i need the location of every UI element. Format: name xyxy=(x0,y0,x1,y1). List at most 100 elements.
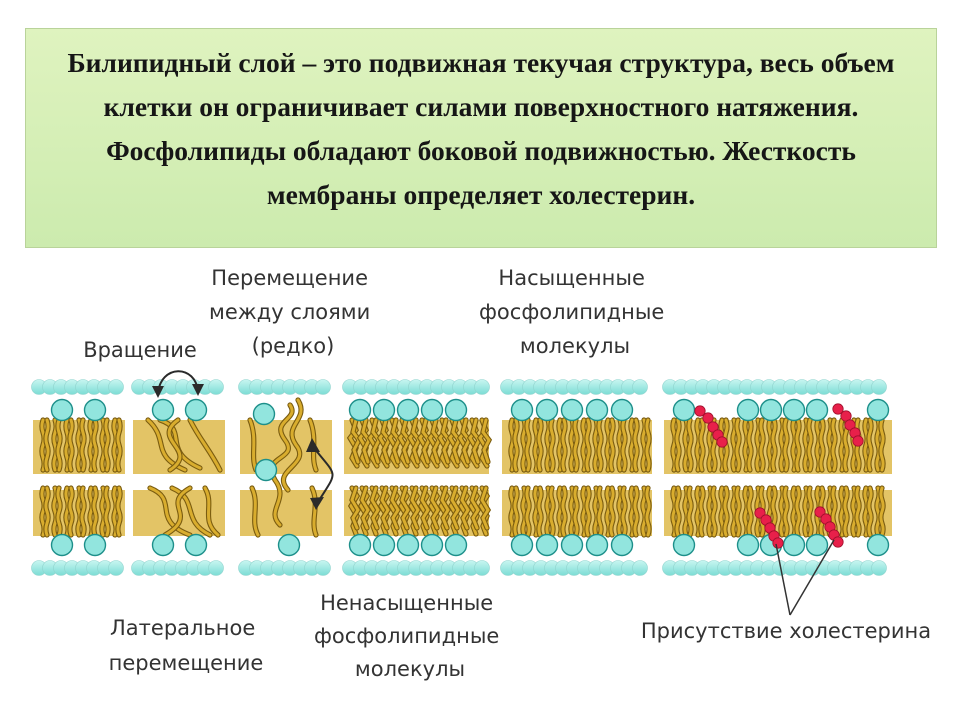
lipid-head-bg xyxy=(315,560,331,576)
membrane-panel xyxy=(500,379,652,576)
lipid-head xyxy=(759,398,783,422)
lipid-head xyxy=(348,533,372,557)
flipflop-arrow-icon xyxy=(306,438,334,510)
lipid-head xyxy=(50,398,74,422)
lipid-head xyxy=(866,398,890,422)
lipid-tail xyxy=(170,486,212,537)
lipid-tail xyxy=(480,486,490,530)
lipid-head xyxy=(805,533,829,557)
lipid-tail xyxy=(633,486,639,537)
lipid-head xyxy=(83,533,107,557)
lipid-head xyxy=(372,398,396,422)
saturated-label: Насыщенные фосфолипидные молекулы xyxy=(479,266,671,358)
cholesterol-ring xyxy=(707,421,719,433)
cholesterol-ring xyxy=(832,403,844,415)
lipid-head xyxy=(782,398,806,422)
lipid-head-bg xyxy=(208,560,224,576)
lipid-head xyxy=(396,533,420,557)
lipid-tail xyxy=(56,486,62,537)
lipid-tail xyxy=(116,418,122,472)
lipid-tail xyxy=(390,486,400,530)
lipid-tail xyxy=(350,486,360,530)
lipid-tail xyxy=(675,418,681,472)
rotation-arrow-icon xyxy=(152,370,204,398)
lipid-tail xyxy=(879,486,885,537)
lipid-tail xyxy=(573,486,579,537)
lipid-head-bg xyxy=(632,560,648,576)
lipid-head xyxy=(277,533,301,557)
lipid-tail xyxy=(513,418,519,472)
lipid-head xyxy=(610,398,634,422)
lipid-tail xyxy=(867,486,873,537)
lipid-tail xyxy=(163,486,192,537)
lipid-head xyxy=(672,533,696,557)
lipid-tail xyxy=(310,486,318,537)
cholesterol-pointer-lines xyxy=(775,539,835,616)
lipid-tail xyxy=(597,486,603,537)
lipid-tail xyxy=(735,418,741,472)
lipid-head xyxy=(585,398,609,422)
lipid-head xyxy=(348,398,372,422)
cholesterol-ring xyxy=(844,419,856,431)
lipid-head xyxy=(805,398,829,422)
lipid-tail xyxy=(807,486,813,537)
lipid-tail xyxy=(711,486,717,537)
lipid-tail xyxy=(537,418,543,472)
lipid-tail xyxy=(855,486,861,537)
lipid-tail xyxy=(621,418,627,472)
lipid-tail xyxy=(525,486,531,537)
lipid-head-bg xyxy=(871,379,887,395)
lipid-tail xyxy=(370,486,380,530)
lipid-tail xyxy=(807,418,813,472)
lipid-head-bg xyxy=(208,379,224,395)
lipid-head xyxy=(184,533,208,557)
lipid-head xyxy=(535,533,559,557)
lipid-tail xyxy=(248,418,258,472)
lipid-head xyxy=(420,398,444,422)
lipid-head xyxy=(254,458,278,482)
lipid-tail xyxy=(747,486,753,537)
lipid-tail xyxy=(783,486,789,537)
lipid-tail xyxy=(759,418,765,472)
lipid-tail xyxy=(167,418,182,472)
lipid-tail xyxy=(609,418,615,472)
lipid-head xyxy=(444,398,468,422)
lipid-tail xyxy=(585,486,591,537)
lipid-tail xyxy=(44,418,50,472)
lipid-tail xyxy=(360,486,370,530)
lipid-head-bg xyxy=(871,560,887,576)
lipid-tail xyxy=(92,418,98,472)
lipid-tail xyxy=(795,486,801,537)
lipid-tail xyxy=(104,418,110,472)
lipid-head-bg xyxy=(315,379,331,395)
lipid-head-bg xyxy=(474,379,490,395)
lipid-tail xyxy=(460,486,470,530)
lipid-tail xyxy=(203,486,220,537)
lipid-head xyxy=(396,398,420,422)
lipid-tail xyxy=(400,486,410,530)
lipid-tail xyxy=(561,486,567,537)
lipid-head-bg xyxy=(108,560,124,576)
lipid-tail xyxy=(380,486,390,530)
lipid-head xyxy=(50,533,74,557)
lateral-label: Латеральное перемещение xyxy=(109,616,264,675)
unsaturated-label: Ненасыщенные фосфолипидные молекулы xyxy=(314,591,506,681)
lipid-tail xyxy=(633,418,639,472)
lipid-tail xyxy=(699,418,705,472)
lipid-tail xyxy=(470,486,480,530)
lipid-tail xyxy=(867,418,873,472)
cholesterol-ring xyxy=(716,436,728,448)
cholesterol-ring xyxy=(694,405,706,417)
cholesterol-label: Присутствие холестерина xyxy=(641,619,931,643)
cholesterol-ring xyxy=(852,435,864,447)
lipid-tail xyxy=(645,418,651,472)
lipid-tail xyxy=(68,418,74,472)
lipid-tail xyxy=(410,486,420,530)
lipid-tail xyxy=(585,418,591,472)
lipid-tail xyxy=(148,486,192,537)
lipid-head xyxy=(560,398,584,422)
membrane-panel xyxy=(662,379,892,576)
cholesterol-ring xyxy=(772,537,784,549)
lipid-tail xyxy=(699,486,705,537)
membrane-panel xyxy=(131,379,225,576)
